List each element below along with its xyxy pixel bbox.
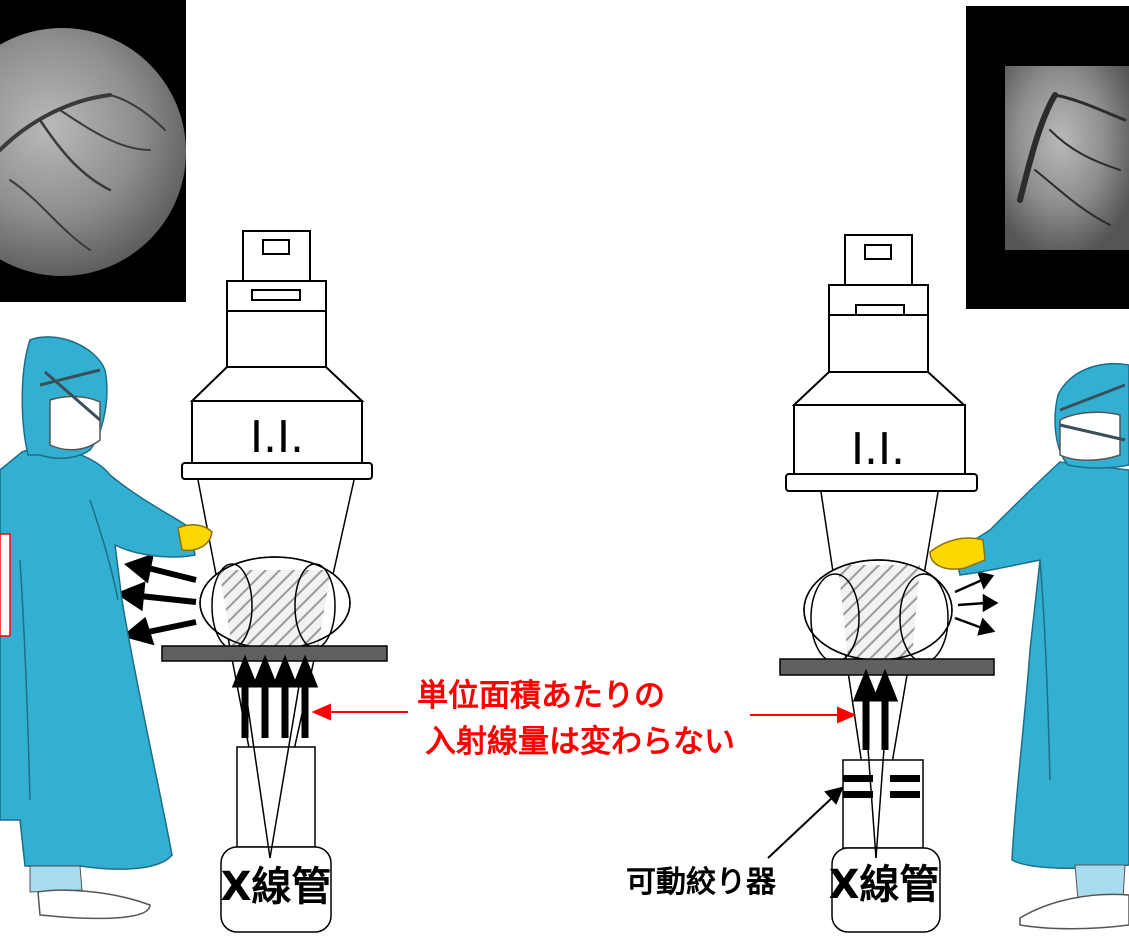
dose-annotation-line1: 単位面積あたりの <box>417 678 665 714</box>
tube-label-right: X線管 <box>829 862 940 908</box>
ii-unit-right <box>785 234 978 492</box>
dose-pointer-right <box>750 706 857 724</box>
tube-housing-left <box>220 746 332 933</box>
dose-pointer-left <box>311 703 408 721</box>
angiogram-image-left <box>0 0 186 302</box>
collimator-pointer <box>767 786 844 859</box>
collimator-housing-right <box>831 759 941 933</box>
ii-label-right: I.I. <box>851 424 905 475</box>
tube-label-left: X線管 <box>221 864 332 910</box>
ii-unit-left <box>181 230 373 480</box>
collimator-blades <box>843 775 920 798</box>
ii-label-left: I.I. <box>250 412 304 463</box>
angiogram-image-right <box>966 6 1129 309</box>
table-left <box>161 645 388 662</box>
cropped-callout-box <box>0 533 11 637</box>
collimator-label: 可動絞り器 <box>626 865 777 900</box>
surgeon-figure-right <box>929 363 1129 930</box>
surgeon-figure-left <box>0 336 213 920</box>
patient-right <box>803 559 953 663</box>
x-ray-beam-right-lower <box>863 693 889 859</box>
incident-arrows-right <box>852 668 899 750</box>
patient-left <box>199 556 351 650</box>
dose-annotation-line2: 入射線量は変わらない <box>425 724 735 760</box>
x-ray-beam-left-lower <box>243 679 301 859</box>
table-right <box>779 658 995 676</box>
scatter-arrows-right <box>954 571 999 636</box>
scatter-arrows-left <box>115 553 197 646</box>
incident-arrows-left <box>231 654 319 738</box>
